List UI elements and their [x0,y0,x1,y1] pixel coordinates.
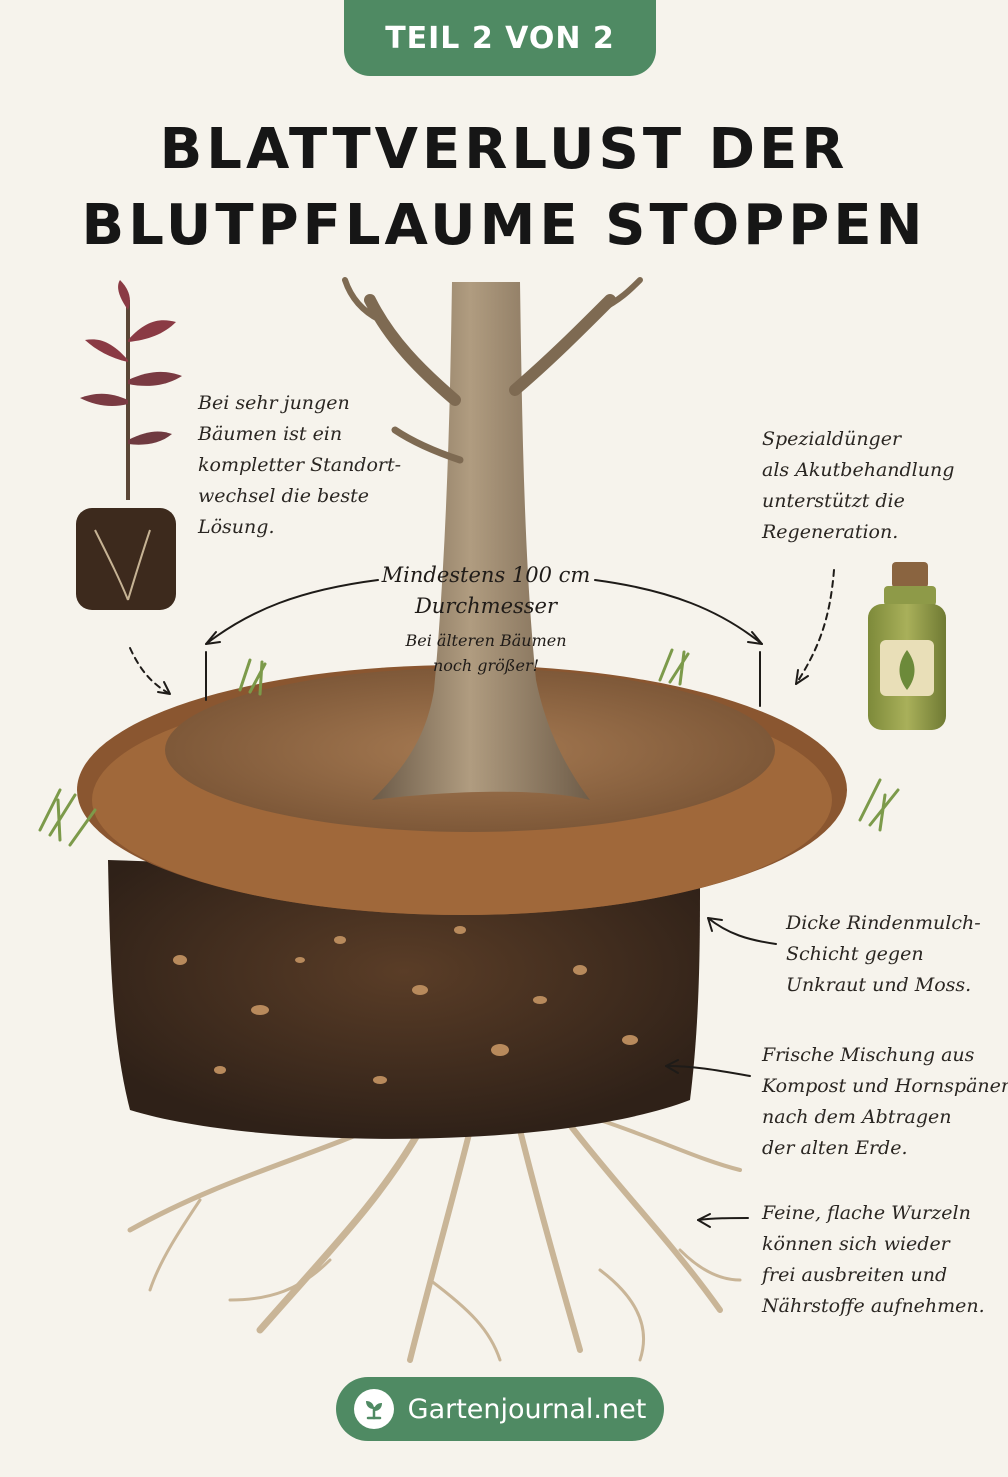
note-soil-mix-line: nach dem Abtragen [762,1106,952,1128]
diameter-sub-line: Bei älteren Bäumen [405,631,567,650]
note-fertilizer-line: unterstützt die [762,490,905,512]
note-fertilizer-line: Regeneration. [762,521,899,543]
title-line-1: BLATTVERLUST DER [159,117,849,182]
note-mulch-line: Schicht gegen [786,943,924,965]
note-soil-mix-line: Frische Mischung aus [762,1044,975,1066]
page-title: BLATTVERLUST DER BLUTPFLAUME STOPPEN [0,112,1008,264]
diameter-main-line: Durchmesser [414,594,558,618]
note-soil-mix-line: Kompost und Hornspänen [762,1075,1008,1097]
part-badge: TEIL 2 VON 2 [344,0,656,76]
sprout-icon [353,1389,394,1429]
note-young-tree-line: Lösung. [198,516,275,538]
part-badge-label: TEIL 2 VON 2 [385,20,615,56]
brand-link[interactable]: Gartenjournal.net [336,1377,664,1441]
soil-particles [173,926,638,1084]
note-young-tree-line: kompletter Standort- [198,454,402,476]
note-mulch: Dicke Rindenmulch- Schicht gegen Unkraut… [786,908,981,1001]
note-diameter: Mindestens 100 cm Durchmesser Bei ältere… [370,560,602,678]
note-young-tree-line: wechsel die beste [198,485,370,507]
note-roots: Feine, flache Wurzeln können sich wieder… [762,1198,985,1322]
note-young-tree-line: Bei sehr jungen [198,392,350,414]
soil-block [108,860,700,1139]
title-line-2: BLUTPFLAUME STOPPEN [81,193,927,258]
note-roots-line: frei ausbreiten und [762,1264,948,1286]
note-roots-line: können sich wieder [762,1233,950,1255]
note-mulch-line: Dicke Rindenmulch- [786,912,981,934]
note-young-tree: Bei sehr jungen Bäumen ist ein komplette… [198,388,401,543]
diameter-sub-line: noch größer! [432,656,540,675]
note-soil-mix-line: der alten Erde. [762,1137,908,1159]
sapling-illustration [76,280,182,610]
brand-name: Gartenjournal.net [407,1393,647,1425]
tree-trunk [372,282,590,800]
note-roots-line: Feine, flache Wurzeln [762,1202,971,1224]
note-mulch-line: Unkraut und Moss. [786,974,972,996]
root-system [127,1118,742,1363]
grass-tufts [38,648,900,847]
note-young-tree-line: Bäumen ist ein [198,423,343,445]
note-roots-line: Nährstoffe aufnehmen. [762,1295,985,1317]
pointer-arrows [129,569,835,1228]
fertilizer-bottle [868,562,946,730]
note-fertilizer-line: Spezialdünger [762,428,902,450]
diameter-main-line: Mindestens 100 cm [381,563,591,587]
tree-branches [342,277,643,464]
note-soil-mix: Frische Mischung aus Kompost und Hornspä… [762,1040,1008,1164]
note-fertilizer: Spezialdünger als Akutbehandlung unterst… [762,424,954,548]
note-fertilizer-line: als Akutbehandlung [762,459,955,481]
